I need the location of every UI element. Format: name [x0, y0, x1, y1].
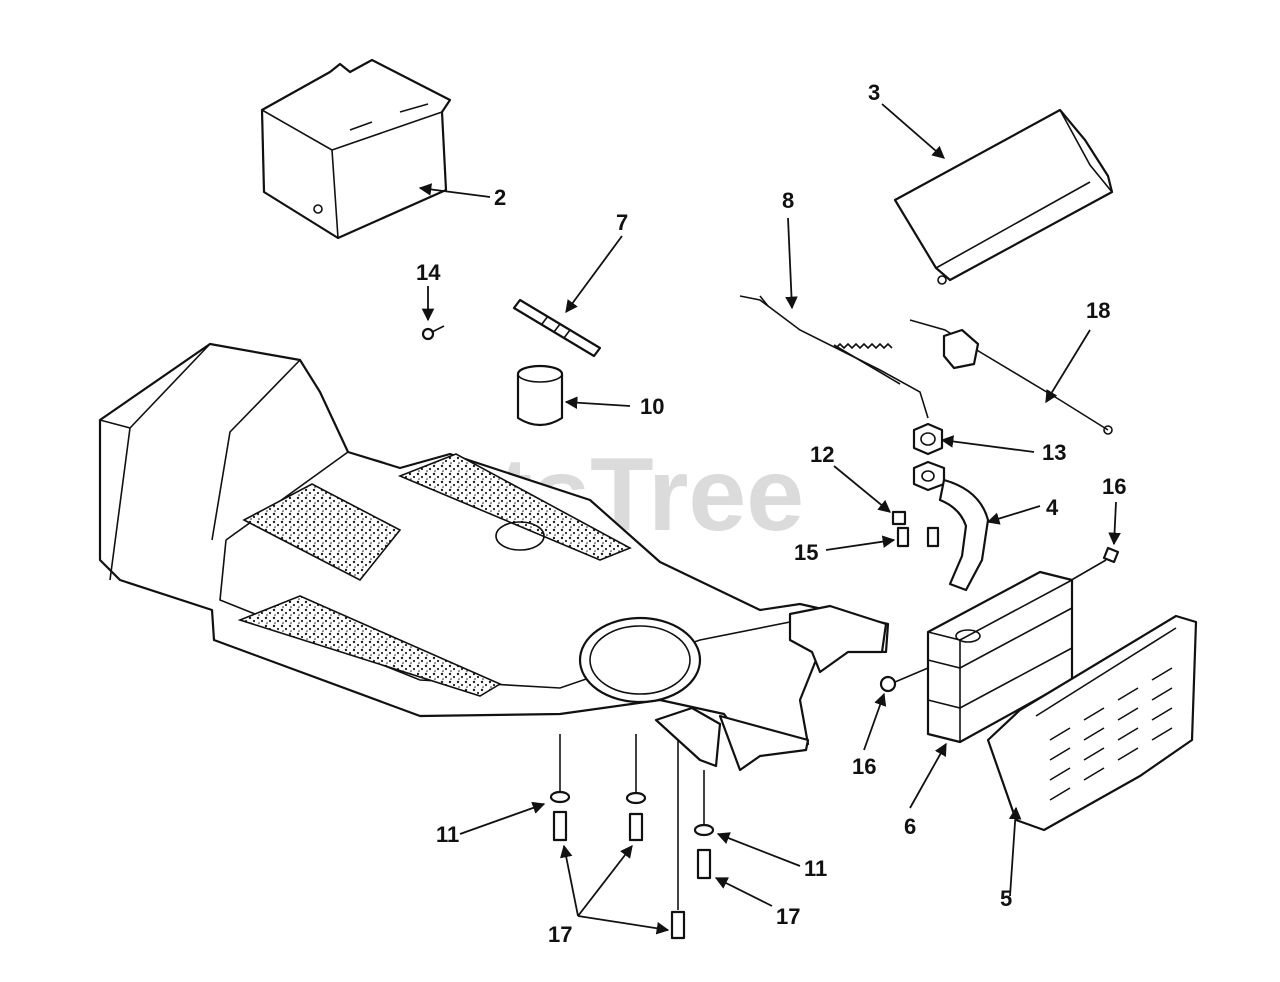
part-3-plate — [893, 108, 1114, 285]
part-17-bolt-left — [552, 810, 568, 842]
part-14-nut — [421, 325, 445, 341]
callout-15: 15 — [794, 540, 818, 565]
callout-11-right: 11 — [804, 856, 827, 881]
callout-8: 8 — [782, 188, 794, 213]
callout-17-right: 17 — [776, 904, 800, 929]
callout-2: 2 — [494, 185, 506, 210]
callout-17-left: 17 — [548, 922, 572, 947]
callout-16-lower: 16 — [852, 754, 876, 779]
part-11-washer-right — [693, 770, 715, 837]
callout-6: 6 — [904, 814, 916, 839]
callout-5: 5 — [1000, 886, 1012, 911]
callout-11-left: 11 — [436, 822, 459, 847]
callout-14: 14 — [416, 260, 441, 285]
part-10-bushing — [516, 364, 564, 427]
callout-10: 10 — [640, 394, 664, 419]
callout-3: 3 — [868, 80, 880, 105]
part-5-shield — [986, 614, 1198, 832]
part-16-bolt-upper — [1067, 546, 1120, 583]
callout-labels: 2 3 4 5 6 7 8 10 11 11 12 13 14 15 16 16… — [416, 80, 1126, 947]
callout-13: 13 — [1042, 440, 1066, 465]
part-18-cable — [909, 319, 1113, 435]
callout-4: 4 — [1046, 495, 1059, 520]
main-frame — [98, 342, 890, 772]
part-4-pipe — [912, 460, 990, 592]
part-17-bolt-bottom — [670, 740, 686, 940]
callout-7: 7 — [616, 210, 628, 235]
part-11-washer-left — [549, 734, 571, 804]
part-12-nut — [891, 510, 907, 526]
part-13-gasket — [912, 422, 944, 456]
callout-18: 18 — [1086, 298, 1110, 323]
part-16-bolt-lower — [879, 667, 929, 693]
callout-16-upper: 16 — [1102, 474, 1126, 499]
part-8-cable — [739, 295, 929, 419]
part-15-bolt — [896, 526, 940, 548]
callout-12: 12 — [810, 442, 834, 467]
part-7-shaft — [512, 298, 602, 358]
leader-lines — [418, 103, 1121, 935]
part-17-bolt-right — [696, 848, 712, 880]
part-11-washer-mid — [625, 734, 647, 805]
part-2-bracket — [260, 58, 452, 240]
part-17-bolt-mid — [628, 812, 644, 842]
